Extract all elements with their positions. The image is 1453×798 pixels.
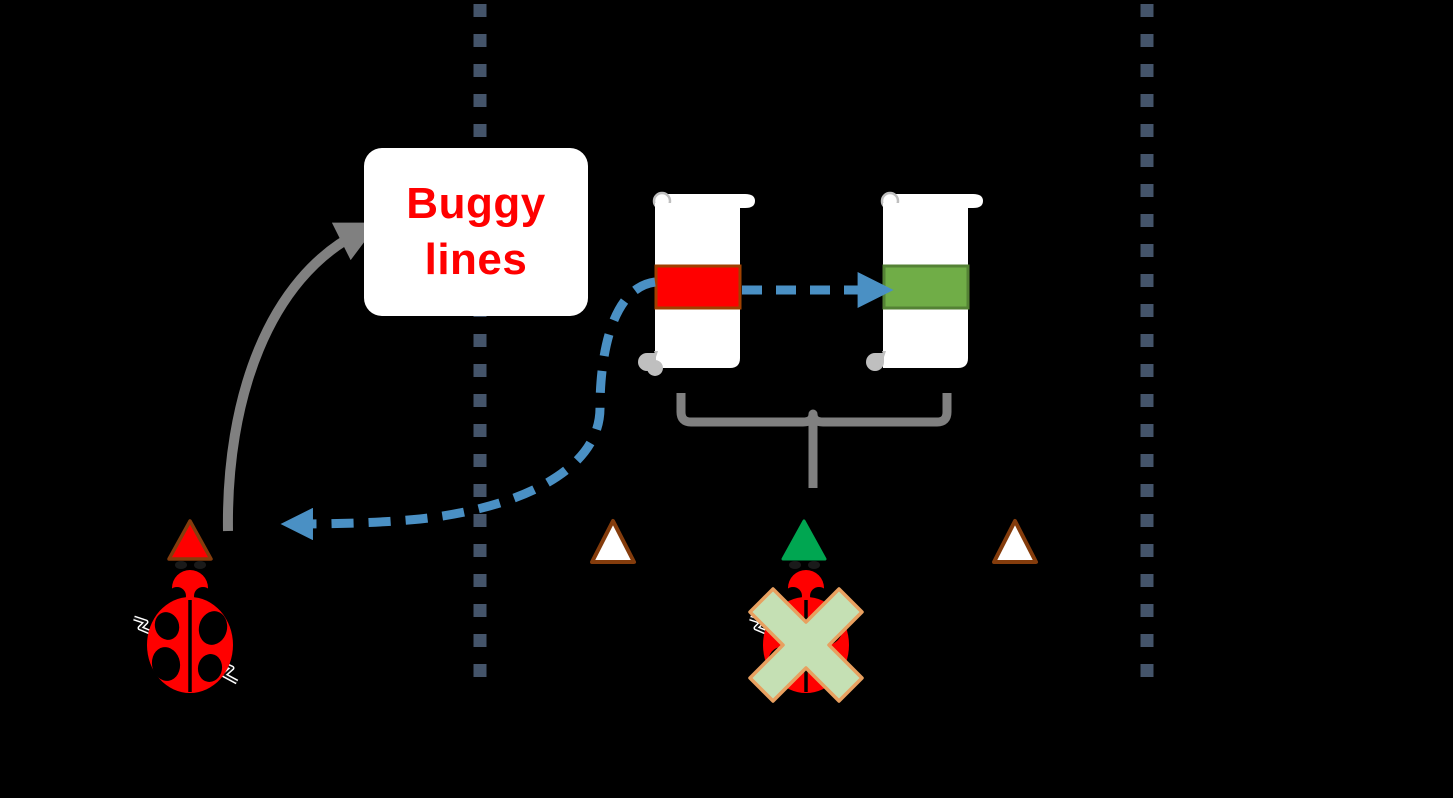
bug-active — [133, 570, 239, 693]
buggy-line-trace-arrow — [280, 277, 656, 541]
callout-line-1: Buggy — [406, 178, 546, 228]
scroll-group-brace — [676, 393, 952, 488]
source-file-scroll — [638, 191, 755, 376]
gray-callout-arrow — [222, 222, 379, 532]
bug-resolved-cross — [748, 587, 864, 703]
triangle-green — [781, 519, 827, 569]
triangle-white-1 — [590, 519, 636, 564]
buggy-lines-callout: Buggy lines — [364, 148, 588, 316]
fixed-line-highlight — [882, 264, 970, 310]
bug-resolved — [748, 570, 864, 703]
buggy-line-highlight — [654, 264, 742, 310]
fixed-file-scroll — [866, 191, 983, 371]
callout-label: Buggy lines — [406, 176, 545, 289]
callout-line-2: lines — [424, 235, 528, 284]
triangle-red — [167, 519, 213, 569]
triangle-white-2 — [992, 519, 1038, 564]
